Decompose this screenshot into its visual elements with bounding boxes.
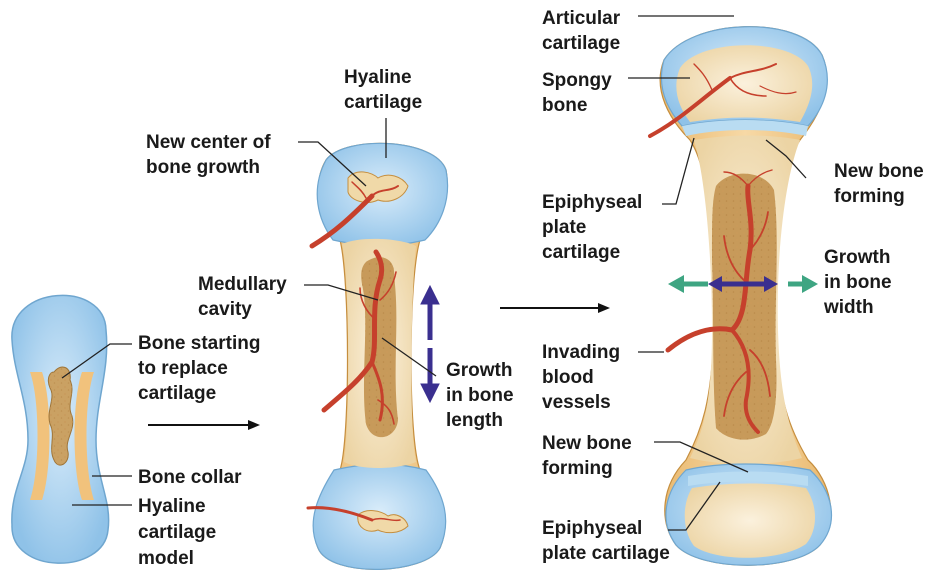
- label-new-bone-forming-top: New bone forming: [834, 161, 929, 207]
- label-epiphyseal-plate-top: Epiphyseal plate cartilage: [542, 192, 648, 263]
- label-growth-bone-length: Growth in bone length: [446, 360, 519, 431]
- label-new-center-bone-growth: New center of bone growth: [146, 132, 276, 178]
- label-hyaline-cartilage: Hyaline cartilage: [344, 67, 422, 113]
- stage3-epiphysis-bottom: [685, 484, 815, 558]
- label-epiphyseal-plate-bottom: Epiphyseal plate cartilage: [542, 518, 670, 564]
- label-new-bone-forming-bottom: New bone forming: [542, 433, 637, 479]
- stage1-cartilage-model: [12, 295, 109, 563]
- label-articular-cartilage: Articular cartilage: [542, 8, 625, 54]
- stage2-developing-bone: [308, 143, 448, 569]
- label-medullary-cavity: Medullary cavity: [198, 274, 292, 320]
- growth-length-arrow: [421, 286, 439, 402]
- stage3-long-bone: [650, 27, 831, 566]
- label-spongy-bone: Spongy bone: [542, 70, 617, 116]
- label-growth-bone-width: Growth in bone width: [823, 247, 897, 318]
- label-bone-starting-replace: Bone starting to replace cartilage: [138, 333, 266, 404]
- label-invading-blood-vessels: Invading blood vessels: [542, 342, 625, 413]
- label-hyaline-cartilage-model: Hyaline cartilage model: [138, 496, 221, 569]
- label-bone-collar: Bone collar: [138, 467, 242, 488]
- stage3-epiphysis-top: [676, 45, 812, 122]
